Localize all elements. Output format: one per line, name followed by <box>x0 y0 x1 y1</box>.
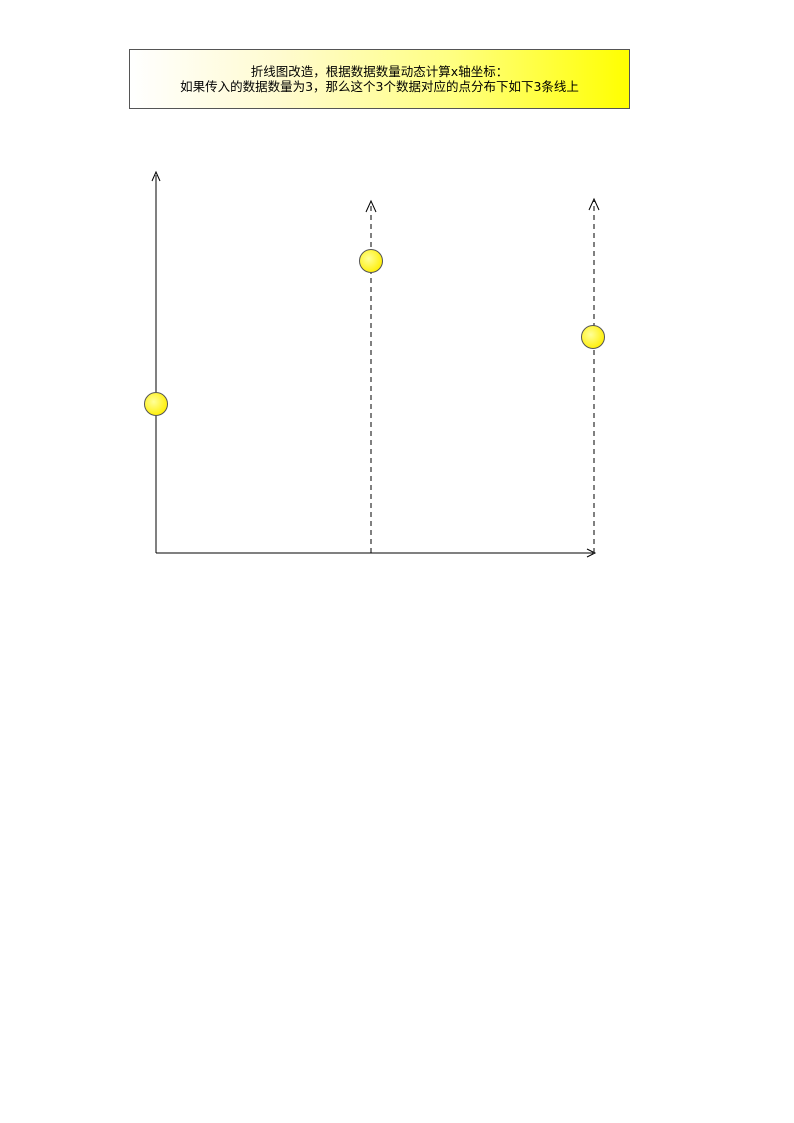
guide-line-2-arrowhead <box>365 199 377 213</box>
note-line-2: 如果传入的数据数量为3，那么这个3个数据对应的点分布下如下3条线上 <box>180 79 579 94</box>
guide-line-3-arrowhead <box>588 197 600 211</box>
note-line-1: 折线图改造，根据数据数量动态计算x轴坐标： <box>250 64 509 79</box>
data-point-2 <box>359 249 383 273</box>
x-axis-arrowhead <box>586 548 597 558</box>
annotation-note-box: 折线图改造，根据数据数量动态计算x轴坐标： 如果传入的数据数量为3，那么这个3个… <box>129 49 630 109</box>
data-point-1 <box>144 392 168 416</box>
y-axis-arrowhead <box>151 170 161 182</box>
data-point-3 <box>581 325 605 349</box>
